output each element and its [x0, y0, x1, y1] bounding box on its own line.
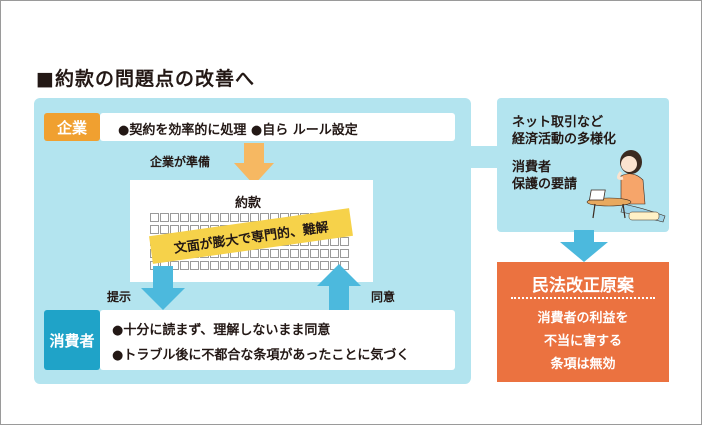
consumer-tag: 消費者 — [44, 310, 100, 370]
document-text-cell — [270, 249, 279, 258]
document-text-cell — [200, 261, 209, 270]
prepare-arrow — [234, 143, 274, 185]
company-row — [100, 113, 455, 141]
document-text-cell — [310, 249, 319, 258]
agree-arrow-shape — [317, 264, 361, 310]
document-text-cell — [160, 213, 169, 222]
document-text-cell — [340, 249, 349, 258]
side-panel-line-1: ネット取引など — [512, 115, 604, 130]
result-line-1: 消費者の利益を — [537, 311, 629, 326]
illustration-table-leg-right — [622, 203, 626, 219]
present-arrow-shape — [141, 266, 185, 310]
result-divider — [511, 297, 655, 299]
document-text-cell — [260, 249, 269, 258]
document-text-cell — [330, 249, 339, 258]
document-text-cell — [200, 213, 209, 222]
document-text-cell — [220, 261, 229, 270]
illustration-arm — [616, 171, 624, 180]
illustration-table-leg-left — [592, 203, 596, 219]
document-text-cell — [210, 261, 219, 270]
document-text-cell — [290, 261, 299, 270]
document-text-cell — [280, 261, 289, 270]
side-to-result-arrow — [560, 230, 608, 262]
side-panel-line-4: 保護の要請 — [512, 177, 578, 192]
document-text-cell — [170, 261, 179, 270]
illustration-body — [620, 173, 646, 205]
document-text-cell — [270, 261, 279, 270]
figure-title: ■約款の問題点の改善へ — [36, 68, 255, 90]
document-text-cell — [170, 213, 179, 222]
document-text-cell — [290, 249, 299, 258]
company-tag: 企業 — [44, 113, 100, 141]
result-title: 民法改正原案 — [532, 276, 634, 296]
document-text-cell — [230, 213, 239, 222]
document-text-cell — [180, 213, 189, 222]
document-text-cell — [340, 237, 349, 246]
present-label: 提示 — [107, 290, 132, 304]
side-to-result-arrow-shape — [560, 230, 608, 262]
illustration-face — [621, 156, 637, 172]
result-line-3: 条項は無効 — [550, 357, 616, 372]
document-text-cell — [300, 249, 309, 258]
document-text-cell — [300, 261, 309, 270]
document-text-cell — [260, 261, 269, 270]
woman-with-laptop-illustration — [586, 150, 666, 223]
illustration-laptop — [589, 189, 606, 201]
document-text-cell — [280, 249, 289, 258]
document-text-cell — [180, 261, 189, 270]
document-text-cell — [320, 249, 329, 258]
consumer-row — [100, 310, 455, 370]
document-text-cell — [220, 213, 229, 222]
document-text-cell — [210, 213, 219, 222]
company-description: ●契約を効率的に処理 ●自ら ルール設定 — [118, 123, 358, 138]
consumer-line-2: ●トラブル後に不都合な条項があったことに気づく — [112, 348, 410, 363]
document-label: 約款 — [235, 196, 262, 211]
side-panel-line-2: 経済活動の多様化 — [512, 132, 617, 147]
result-box: 民法改正原案 消費者の利益を 不当に害する 条項は無効 — [497, 262, 669, 382]
document-text-cell — [250, 249, 259, 258]
document-text-cell — [150, 213, 159, 222]
document-text-cell — [190, 261, 199, 270]
result-line-2: 不当に害する — [543, 334, 622, 349]
agree-arrow — [317, 264, 361, 310]
document-text-cell — [240, 261, 249, 270]
side-panel-line-3: 消費者 — [512, 160, 552, 175]
consumer-line-1: ●十分に読まず、理解しないまま同意 — [112, 323, 331, 338]
panel-connector — [462, 146, 502, 168]
document-text-cell — [320, 261, 329, 270]
document-text-cell — [240, 213, 249, 222]
document-text-cell — [310, 261, 319, 270]
document-text-cell — [250, 261, 259, 270]
present-arrow — [141, 266, 185, 310]
illustration-cushion — [628, 211, 660, 221]
document-text-cell — [150, 225, 159, 234]
agree-label: 同意 — [371, 290, 396, 304]
prepare-label: 企業が準備 — [150, 155, 211, 169]
document-text-cell — [230, 261, 239, 270]
document-text-cell — [190, 213, 199, 222]
prepare-arrow-shape — [234, 143, 274, 185]
